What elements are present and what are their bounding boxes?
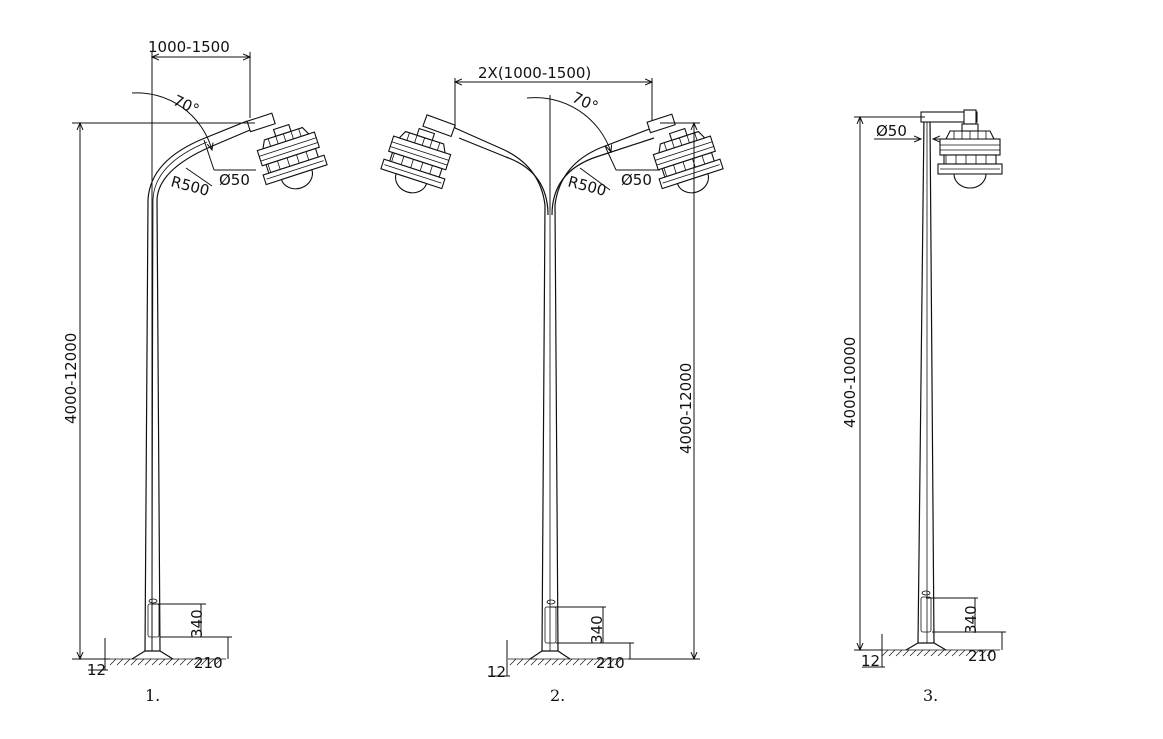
bend-radius-label-2: R500 xyxy=(566,172,608,199)
ground-1 xyxy=(108,658,226,666)
caption-1: 1. xyxy=(145,686,160,705)
door-height-label-2: 340 xyxy=(588,615,606,644)
pole-1 xyxy=(144,120,248,652)
base-plate-label-1: 12 xyxy=(87,661,106,679)
pole-3 xyxy=(917,117,925,644)
base-flange-3 xyxy=(905,642,947,651)
caption-3: 3. xyxy=(923,686,938,705)
lamp-head-1 xyxy=(250,116,332,199)
base-plate-label-2: 12 xyxy=(487,663,506,681)
drawing-2: 2X(1000-1500) 70° R500 Ø50 4000-12000 34… xyxy=(376,64,728,705)
drawing-3: 4000-10000 Ø50 340 210 12 3. xyxy=(841,109,1006,705)
arm-reach-label-1: 1000-1500 xyxy=(148,38,230,56)
caption-2: 2. xyxy=(550,686,565,705)
bend-radius-label-1: R500 xyxy=(169,172,211,199)
door-2 xyxy=(544,606,557,644)
base-height-label-1: 210 xyxy=(194,654,223,672)
door-3 xyxy=(920,596,932,633)
lamp-head-3 xyxy=(937,123,1003,189)
drawing-1: 1000-1500 70° R500 Ø50 4000-12000 340 21… xyxy=(62,38,332,705)
angle-label-1: 70° xyxy=(170,91,202,119)
base-height-label-3: 210 xyxy=(968,647,997,665)
diameter-label-1: Ø50 xyxy=(219,171,250,189)
height-label-2: 4000-12000 xyxy=(677,363,695,454)
door-height-label-3: 340 xyxy=(962,605,980,634)
height-label-3: 4000-10000 xyxy=(841,337,859,428)
lamp-head-2-right xyxy=(646,120,728,203)
door-height-label-1: 340 xyxy=(188,609,206,638)
base-flange-1 xyxy=(131,650,174,660)
pole-2 xyxy=(454,127,546,652)
diameter-label-2: Ø50 xyxy=(621,171,652,189)
ground-3 xyxy=(880,649,1000,657)
ground-2 xyxy=(508,658,628,666)
base-flange-2 xyxy=(529,650,571,660)
base-plate-label-3: 12 xyxy=(861,652,880,670)
base-height-label-2: 210 xyxy=(596,654,625,672)
door-1 xyxy=(147,603,160,638)
arm-reach-label-2: 2X(1000-1500) xyxy=(478,64,591,82)
angle-label-2: 70° xyxy=(569,88,601,116)
height-label-1: 4000-12000 xyxy=(62,333,80,424)
diameter-label-3: Ø50 xyxy=(876,122,907,140)
